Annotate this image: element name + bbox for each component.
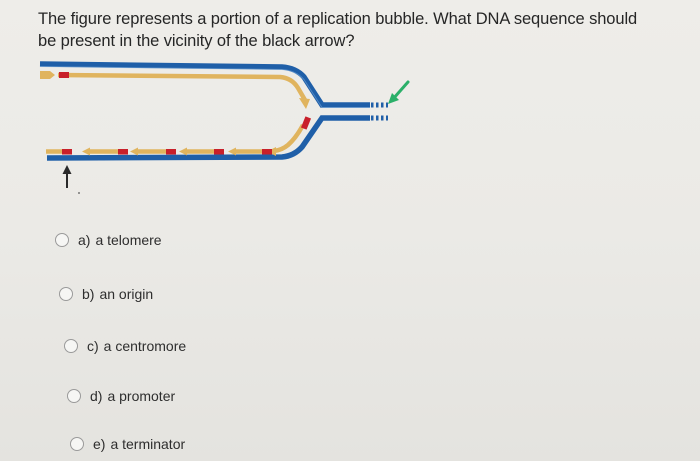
option-b-label: b)an origin: [82, 286, 154, 302]
option-c[interactable]: c)a centromore: [64, 338, 186, 354]
option-b[interactable]: b)an origin: [59, 286, 153, 302]
option-a[interactable]: a)a telomere: [55, 232, 162, 248]
top-parental-strand: [39, 61, 370, 108]
green-arrow: [388, 80, 410, 104]
question-line-1: The figure represents a portion of a rep…: [38, 10, 638, 28]
question-line-2: be present in the vicinity of the black …: [38, 32, 355, 50]
option-a-label: a)a telomere: [78, 232, 162, 248]
leading-strand: [57, 72, 307, 102]
option-d-label: d)a promoter: [90, 388, 176, 404]
radio-button-e[interactable]: [70, 437, 84, 451]
option-d[interactable]: d)a promoter: [67, 388, 175, 404]
radio-button-c[interactable]: [64, 339, 78, 353]
option-e[interactable]: e)a terminator: [70, 436, 185, 452]
lagging-strand-fragments: [46, 116, 312, 156]
option-c-label: c)a centromore: [87, 338, 187, 354]
leading-primer: [59, 72, 69, 78]
radio-button-b[interactable]: [59, 287, 73, 301]
bottom-parental-strand: [46, 115, 370, 161]
leading-strand-start-arrow: [40, 71, 55, 79]
replication-bubble-figure: [39, 61, 410, 194]
radio-button-d[interactable]: [67, 389, 81, 403]
bottom-strand-dashed-end: [371, 115, 388, 121]
radio-button-a[interactable]: [55, 233, 69, 247]
option-e-label: e)a terminator: [93, 436, 186, 452]
question-text: The figure represents a portion of a rep…: [38, 8, 658, 52]
black-arrow: [62, 165, 72, 188]
top-strand-dashed-end: [371, 102, 388, 108]
